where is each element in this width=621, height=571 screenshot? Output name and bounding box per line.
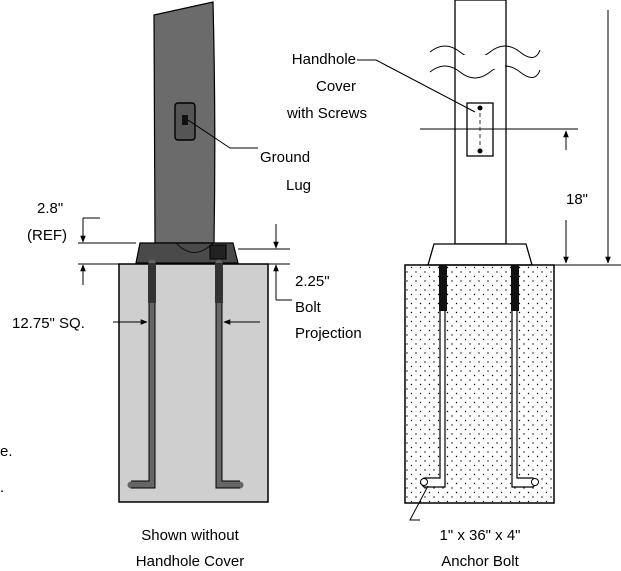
ground-lug-leader (187, 119, 258, 149)
left-anchor-bolt-2 (215, 259, 244, 489)
height-dim-label: 18" (566, 191, 588, 208)
ground-lug-label-2: Lug (286, 177, 311, 194)
base-height-label: 2.8" (37, 200, 63, 217)
bolt-projection-label-1: Bolt (295, 299, 322, 316)
right-base (427, 243, 533, 266)
edge-fragment-1: e. (0, 443, 13, 460)
edge-fragment-2: . (0, 479, 4, 496)
handhole-leader (357, 59, 476, 113)
right-thread-2 (511, 265, 519, 311)
left-caption-2: Handhole Cover (136, 553, 244, 570)
left-foundation (118, 263, 269, 503)
anchor-bolt-label: Anchor Bolt (441, 553, 519, 570)
left-thread-2 (215, 263, 223, 303)
right-foundation (404, 264, 555, 504)
pole-break-line-1 (429, 45, 541, 59)
cover-screw-top (477, 105, 483, 111)
base-height-ref-label: (REF) (27, 227, 67, 244)
right-thread-1 (439, 265, 447, 311)
left-view: Ground Lug 2.8" (REF) 2.25" Bolt Project… (0, 1, 362, 570)
right-bolt-end-2 (531, 478, 539, 486)
left-anchor-bolt-1 (127, 259, 156, 489)
pole-break-gap (456, 55, 505, 69)
left-anchor-bolt-1-edge (131, 263, 156, 489)
handhole-label-1: Handhole (292, 51, 356, 68)
bolt-projection-label-2: Projection (295, 325, 362, 342)
left-thread-1 (148, 263, 156, 303)
right-bolt-end-1 (420, 478, 428, 486)
cover-screw-bottom (477, 148, 483, 154)
handhole-label-2: Cover (316, 78, 356, 95)
ground-lug-block (182, 115, 188, 125)
left-anchor-bolt-2-edge (215, 263, 240, 489)
bolt-nut (209, 244, 227, 260)
left-caption-1: Shown without (141, 527, 239, 544)
anchor-bolt-size-label: 1" x 36" x 4" (439, 527, 520, 544)
right-view: Handhole Cover with Screws 18" 1" x 36" … (286, 0, 621, 570)
handhole-label-3: with Screws (286, 105, 367, 122)
bolt-projection-value: 2.25" (295, 273, 330, 290)
pole-break-line-2 (429, 65, 541, 79)
foundation-width-label: 12.75" SQ. (12, 315, 85, 332)
anchor-bolt-leader (409, 485, 429, 521)
ground-lug-label-1: Ground (260, 149, 310, 166)
